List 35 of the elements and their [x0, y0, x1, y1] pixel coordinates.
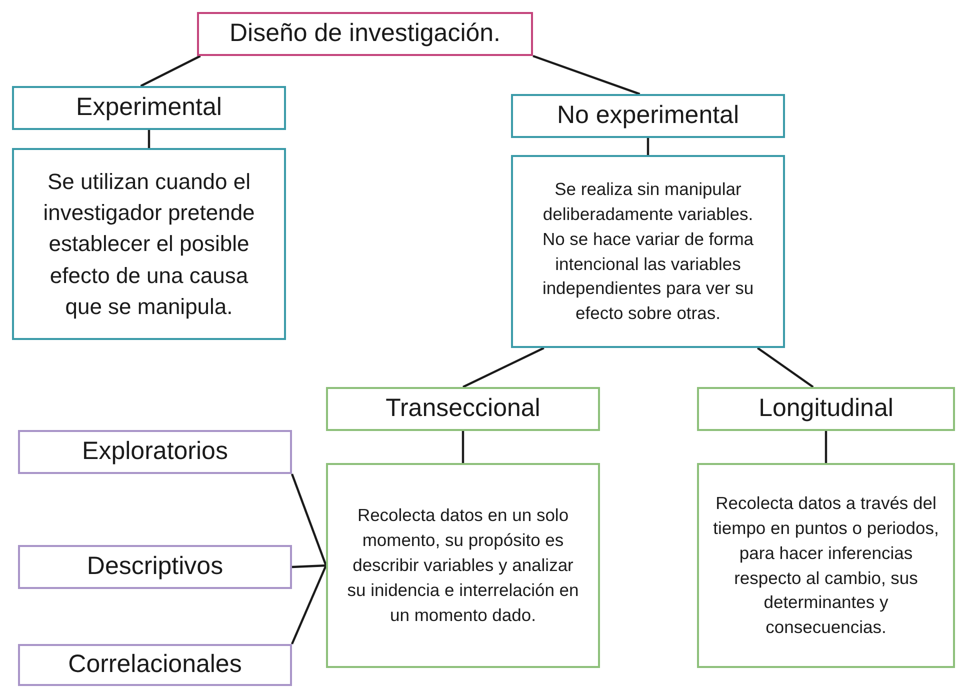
- category-label: No experimental: [556, 102, 740, 130]
- category-box: [511, 94, 785, 138]
- description-text: Recolecta datos en un solo momento, su propósito es describir variables y analizar su inidencia e interrelación en un momento dado.: [346, 504, 580, 627]
- description-box: [326, 463, 600, 668]
- connector-line: [140, 55, 201, 87]
- connector-line: [462, 347, 544, 388]
- connector-line: [824, 431, 828, 463]
- category-box: [18, 430, 292, 474]
- category-label: Experimental: [76, 94, 222, 122]
- category-label: Longitudinal: [758, 395, 894, 423]
- category-box: [326, 387, 600, 431]
- connector-line: [290, 474, 328, 566]
- description-box: [511, 155, 785, 348]
- connector-line: [462, 431, 464, 463]
- category-box: [18, 545, 292, 589]
- connector-line: [148, 130, 150, 148]
- category-label: Descriptivos: [86, 553, 224, 581]
- category-label: Exploratorios: [82, 438, 228, 466]
- description-box: [697, 463, 955, 668]
- description-text: Se utilizan cuando el investigador pretende establecer el posible efecto de una causa que se manipula.: [42, 168, 256, 321]
- connector-line: [532, 54, 640, 96]
- category-box: [197, 12, 533, 56]
- connector-line: [292, 564, 326, 568]
- description-text: Se realiza sin manipular deliberadamente variables. No se hace variar de forma intencional las variables independientes para ver su efecto sobre otras.: [541, 178, 755, 326]
- connector-line: [646, 138, 650, 155]
- category-label: Correlacionales: [68, 651, 242, 679]
- category-box: [697, 387, 955, 431]
- connector-line: [291, 565, 327, 644]
- category-box: [12, 86, 286, 130]
- connector-line: [756, 347, 814, 388]
- category-box: [18, 644, 292, 686]
- category-label: Diseño de investigación.: [230, 20, 500, 48]
- category-label: Transeccional: [386, 395, 540, 423]
- description-text: Recolecta datos a través del tiempo en puntos o periodos, para hacer inferencias respecto al cambio, sus determinantes y consecuencias.: [712, 492, 940, 640]
- description-box: [12, 148, 286, 340]
